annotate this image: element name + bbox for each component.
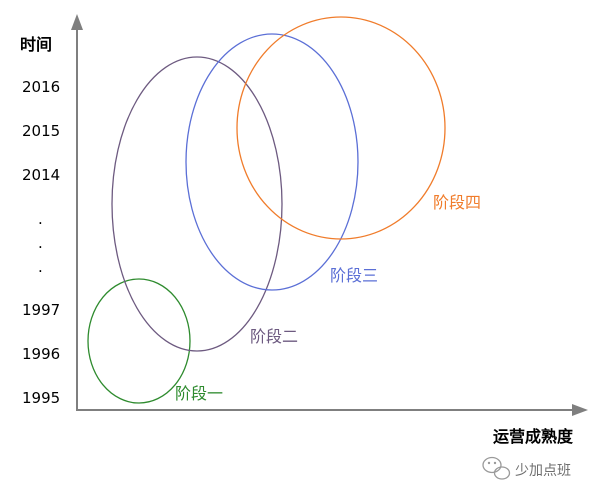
y-tick-label: 2015	[22, 122, 60, 140]
x-axis-title: 运营成熟度	[493, 427, 574, 446]
y-tick-label: 1997	[22, 301, 60, 319]
y-tick-label: .	[38, 258, 43, 276]
phase-1-label: 阶段一	[175, 384, 223, 403]
phase-4-ellipse	[236, 16, 446, 240]
y-tick-label: 1995	[22, 389, 60, 407]
phase-1-ellipse	[87, 278, 191, 404]
y-axis-arrow	[71, 14, 83, 30]
y-tick-label: .	[38, 210, 43, 228]
phase-2-ellipse	[111, 56, 283, 352]
phase-3-label: 阶段三	[330, 266, 378, 285]
y-axis-title: 时间	[20, 35, 52, 54]
x-axis-arrow	[572, 404, 588, 416]
phase-3-ellipse	[185, 33, 359, 291]
y-tick-label: 1996	[22, 345, 60, 363]
watermark-text: 少加点班	[515, 463, 571, 479]
y-tick-label: .	[38, 234, 43, 252]
wechat-icon	[482, 456, 511, 480]
phase-4-label: 阶段四	[433, 193, 481, 212]
phase-2-label: 阶段二	[250, 327, 298, 346]
y-tick-label: 2016	[22, 78, 60, 96]
y-tick-label: 2014	[22, 166, 60, 184]
